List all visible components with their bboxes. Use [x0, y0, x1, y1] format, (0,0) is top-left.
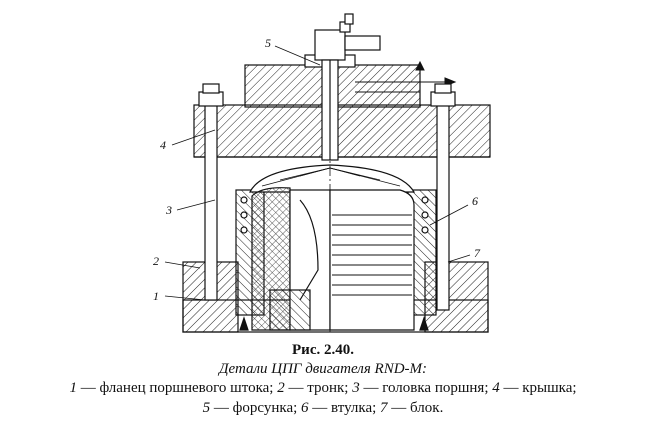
figure-subtitle: Детали ЦПГ двигателя RND-M:	[218, 361, 428, 377]
legend-line-2: 5 — форсунка; 6 — втулка; 7 — блок.	[0, 400, 646, 417]
drain-markers	[239, 316, 429, 331]
legend-num-5: 5	[202, 400, 211, 416]
piston-trunk	[299, 199, 319, 301]
callout-1: 1	[153, 289, 159, 303]
stud-right	[430, 83, 456, 311]
callout-7: 7	[474, 246, 481, 260]
legend-num-2: 2	[277, 380, 285, 396]
legend-text-2: — тронк;	[284, 380, 353, 396]
legend-text-4: — крышка;	[499, 380, 577, 396]
figure-title: Рис. 2.40.	[292, 342, 354, 358]
legend-text-7: — блок.	[387, 400, 444, 416]
stud-left	[198, 83, 224, 301]
legend-line-1: 1 — фланец поршневого штока; 2 — тронк; …	[0, 380, 646, 397]
legend-num-4: 4	[492, 380, 500, 396]
callout-6: 6	[472, 194, 478, 208]
legend-num-3: 3	[352, 380, 360, 396]
combustion-chamber	[249, 164, 416, 193]
cooling-bores	[240, 196, 429, 234]
callout-2: 2	[153, 254, 159, 268]
legend-num-6: 6	[301, 400, 309, 416]
rod-flange	[269, 289, 311, 331]
legend-num-7: 7	[380, 400, 388, 416]
cylinder-group-drawing: 1 2 3 4 5 6 7	[153, 13, 491, 333]
legend-text-6: — втулка;	[308, 400, 381, 416]
legend-text-3: — головка поршня;	[359, 380, 493, 396]
callout-5: 5	[265, 36, 271, 50]
legend-num-1: 1	[69, 380, 77, 396]
injector-part	[314, 13, 381, 161]
callout-3: 3	[165, 203, 172, 217]
legend-text-5: — форсунка;	[210, 400, 302, 416]
piston-ribs	[332, 214, 412, 296]
callout-4: 4	[160, 138, 166, 152]
fuel-spray-lines	[261, 167, 401, 187]
legend-text-1: — фланец поршневого штока;	[76, 380, 278, 396]
